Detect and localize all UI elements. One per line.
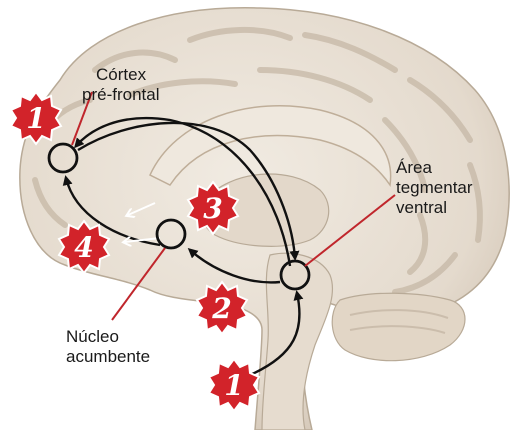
label-vta-line1: Área [396,158,432,177]
label-prefrontal-line1: Córtex [96,65,147,84]
badge-pathway-back-number: 4 [74,231,93,264]
label-nucleus-accumbens: Núcleo acumbente [66,327,150,366]
label-vta-line2: tegmentar [396,178,473,197]
badge-prefrontal-number: 1 [26,102,45,135]
badge-midbrain-number: 2 [211,292,231,325]
badge-brainstem: 1 [209,359,259,411]
label-vta-line3: ventral [396,198,447,217]
label-nucleus-line2: acumbente [66,347,150,366]
badge-accumbens-number: 3 [203,192,222,225]
label-prefrontal-line2: pré-frontal [82,85,159,104]
brainstem [262,253,332,430]
badge-brainstem-number: 1 [224,369,243,402]
label-nucleus-line1: Núcleo [66,327,119,346]
